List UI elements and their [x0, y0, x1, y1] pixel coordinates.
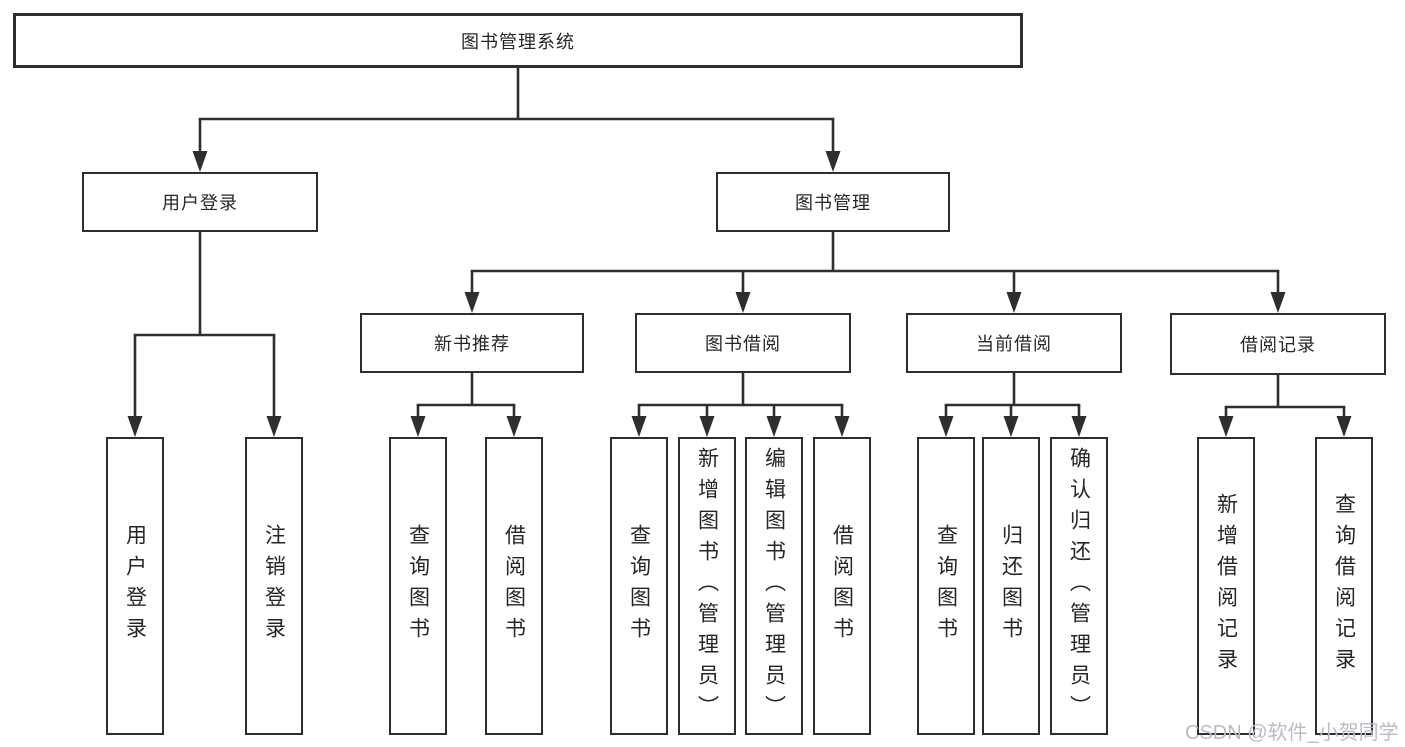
- node-leaf-return-books: 归还图书: [982, 437, 1040, 735]
- node-leaf-borrow-books-2: 借阅图书: [813, 437, 871, 735]
- node-leaf-query-books-1: 查询图书: [389, 437, 447, 735]
- node-book-management-system: 图书管理系统: [13, 13, 1023, 68]
- node-leaf-query-books-2: 查询图书: [610, 437, 668, 735]
- watermark: CSDN @软件_小贺同学: [1185, 722, 1399, 744]
- node-leaf-confirm-return-admin: 确认归还（管理员）: [1050, 437, 1108, 735]
- node-leaf-edit-book-admin: 编辑图书（管理员）: [745, 437, 803, 735]
- node-leaf-add-borrow-record: 新增借阅记录: [1197, 437, 1255, 735]
- node-new-book-recommendation: 新书推荐: [360, 313, 584, 373]
- node-leaf-logout: 注销登录: [245, 437, 303, 735]
- node-leaf-borrow-books-1: 借阅图书: [485, 437, 543, 735]
- node-book-management: 图书管理: [716, 172, 950, 232]
- node-leaf-query-books-3: 查询图书: [917, 437, 975, 735]
- node-leaf-user-login: 用户登录: [106, 437, 164, 735]
- node-book-borrowing: 图书借阅: [635, 313, 851, 373]
- node-user-login: 用户登录: [82, 172, 318, 232]
- node-borrowing-records: 借阅记录: [1170, 313, 1386, 375]
- node-leaf-query-borrow-record: 查询借阅记录: [1315, 437, 1373, 735]
- node-leaf-add-book-admin: 新增图书（管理员）: [678, 437, 736, 735]
- node-current-borrowing: 当前借阅: [906, 313, 1122, 373]
